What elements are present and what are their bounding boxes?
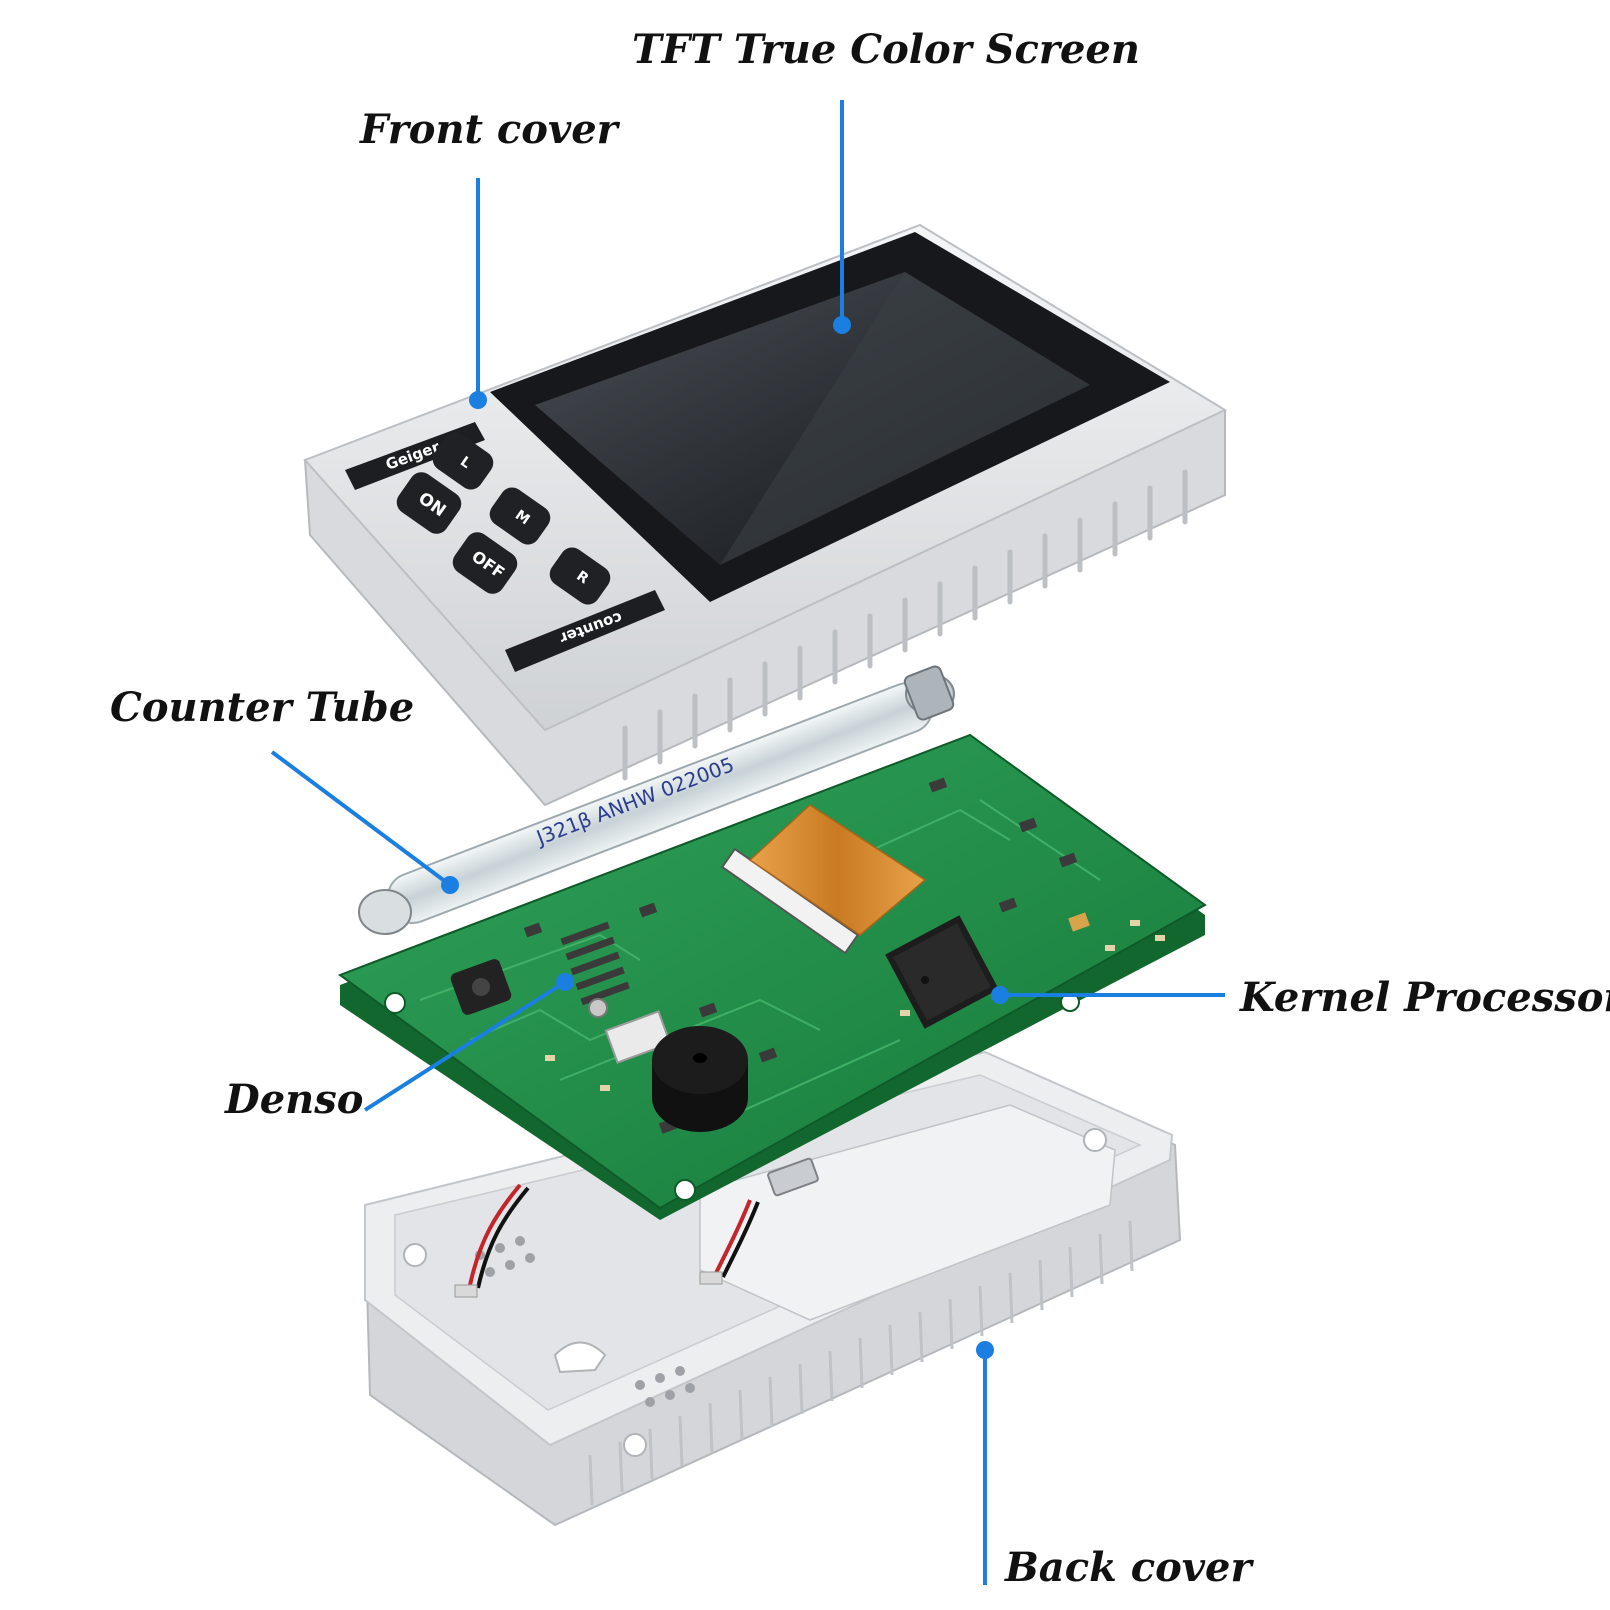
leader-counter-tube [270,750,459,894]
leader-dot-icon [441,876,459,894]
leader-back-cover [976,1341,994,1585]
leader-denso [363,973,574,1112]
leader-lines [270,100,1225,1585]
back-cover [363,1050,1182,1527]
label-back-cover: Back cover [1005,1544,1252,1591]
circuit-board [337,733,1207,1220]
label-front-cover: Front cover [360,106,618,153]
button-r: R [549,547,611,605]
leader-front-cover [469,178,487,409]
label-denso: Denso [225,1076,364,1123]
leader-dot-icon [556,973,574,991]
button-m: M [489,487,551,545]
label-kernel-processor: Kernel Processor [1240,974,1610,1021]
kernel-processor-chip [885,915,999,1029]
leader-dot-icon [469,391,487,409]
label-screen: TFT True Color Screen [632,26,1140,73]
button-l: L [432,432,494,490]
label-counter-tube: Counter Tube [110,684,415,731]
front-cover: Geiger counter ON OFF L M R [303,223,1228,807]
button-on: ON [396,472,462,534]
leader-dot-icon [991,986,1009,1004]
button-off: OFF [452,532,518,594]
leader-kernel-processor [991,986,1225,1004]
leader-screen [833,100,851,334]
leader-dot-icon [833,316,851,334]
leader-dot-icon [976,1341,994,1359]
